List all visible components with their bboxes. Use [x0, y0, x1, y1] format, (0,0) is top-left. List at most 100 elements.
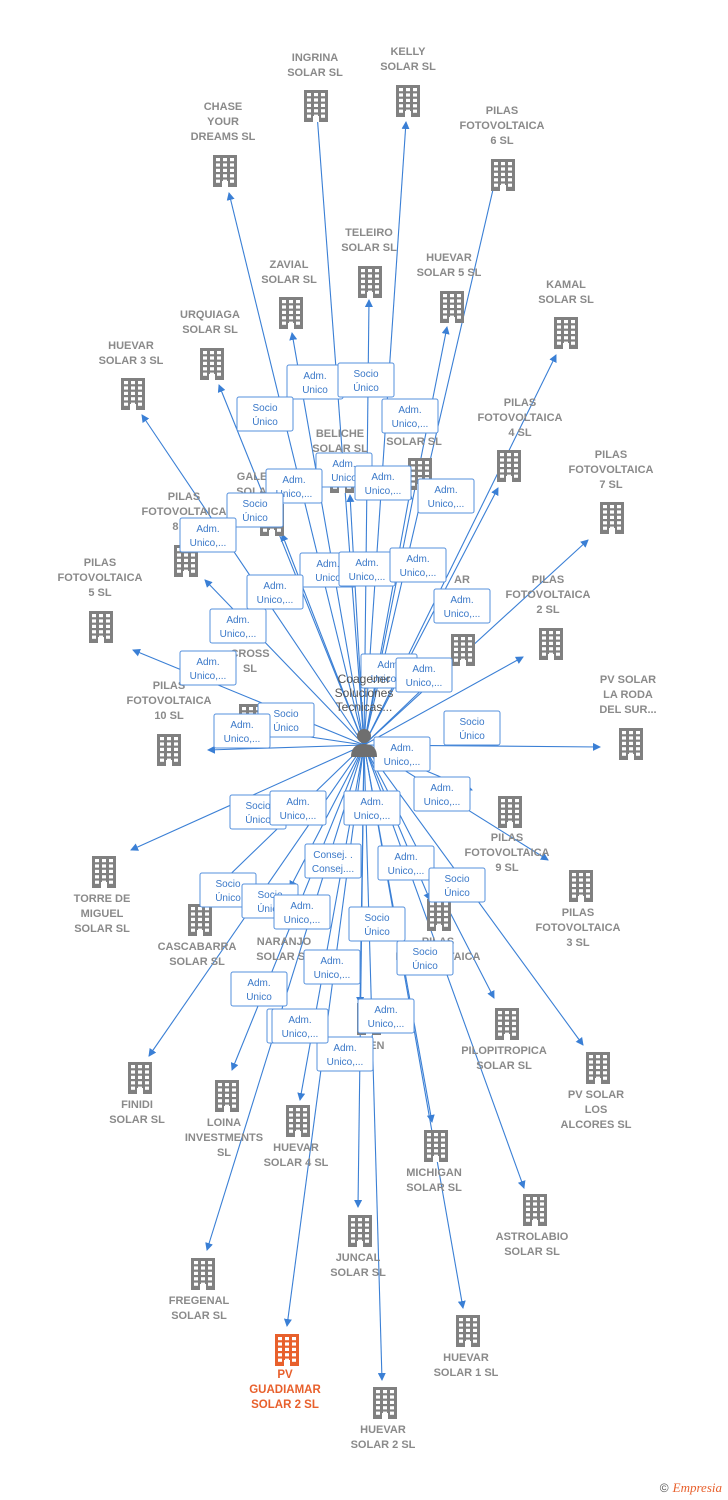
role-badge-line: Único — [412, 959, 438, 972]
role-badge[interactable]: Adm.Unico,... — [357, 998, 415, 1034]
role-badge-line: Unico,... — [314, 970, 351, 981]
building-icon — [89, 611, 113, 643]
role-badge-line: Adm. — [430, 783, 453, 794]
company-label-line: TORRE DE — [74, 893, 131, 905]
role-badge-line: Adm. — [282, 475, 305, 486]
role-badge[interactable]: Adm.Unico,... — [179, 517, 237, 553]
role-badge[interactable]: Adm.Unico,... — [413, 776, 471, 812]
copyright-symbol: © — [659, 1481, 669, 1495]
role-badge[interactable]: Adm.Unico,... — [373, 736, 431, 772]
role-badge[interactable]: Adm.Unico,... — [316, 1036, 374, 1072]
building-icon — [427, 899, 451, 931]
role-badge[interactable]: Adm.Unico,... — [271, 1008, 329, 1044]
center-label-line: Soluciones — [335, 686, 394, 700]
role-badge-line: Unico — [315, 573, 341, 584]
role-badge[interactable]: Adm.Unico,... — [246, 574, 304, 610]
role-badge[interactable]: Adm.Unico,... — [377, 845, 435, 881]
company-label-line: MIGUEL — [81, 908, 124, 920]
role-badge-line: Unico,... — [365, 486, 402, 497]
brand-logo[interactable]: Empresia — [672, 1480, 722, 1495]
role-badge-line: Unico,... — [368, 1019, 405, 1030]
role-badge[interactable]: Adm.Unico,... — [179, 650, 237, 686]
role-badge-line: Socio — [242, 499, 267, 510]
role-badge[interactable]: Adm.Unico — [286, 364, 344, 400]
company-label-line: SOLAR 5 SL — [417, 267, 482, 279]
role-badge[interactable]: Adm.Unico,... — [381, 398, 439, 434]
role-badge[interactable]: Adm.Unico,... — [417, 478, 475, 514]
company-label-line: INVESTMENTS — [185, 1132, 263, 1144]
role-badge[interactable]: Adm.Unico,... — [303, 949, 361, 985]
role-badge-line: Adm. — [196, 524, 219, 535]
role-badge-line: Adm. — [333, 1043, 356, 1054]
role-badge[interactable]: Adm.Unico,... — [354, 465, 412, 501]
role-badge[interactable]: Adm.Unico,... — [213, 713, 271, 749]
role-badge[interactable]: Consej. .Consej.... — [304, 843, 362, 879]
role-badge[interactable]: Adm.Unico,... — [343, 790, 401, 826]
company-label-line: YOUR — [207, 116, 239, 128]
role-badge[interactable]: Adm.Unico,... — [338, 551, 396, 587]
company-label-line: FOTOVOLTAICA — [465, 847, 550, 859]
company-label-line: GUADIAMAR — [249, 1384, 321, 1396]
role-badge[interactable]: Adm.Unico,... — [269, 790, 327, 826]
company-label-line: LOINA — [207, 1117, 241, 1129]
role-badge-line: Unico,... — [444, 609, 481, 620]
role-badge-line: Único — [215, 891, 241, 904]
footer-credit: © Empresia — [660, 1480, 722, 1496]
role-badge[interactable]: Adm.Unico,... — [273, 894, 331, 930]
role-badge[interactable]: Adm.Unico,... — [209, 608, 267, 644]
role-badge[interactable]: Adm.Unico,... — [433, 588, 491, 624]
role-badge[interactable]: Adm.Unico,... — [389, 547, 447, 583]
role-badge[interactable]: Adm.Unico,... — [395, 657, 453, 693]
building-icon — [121, 378, 145, 410]
building-icon — [213, 155, 237, 187]
building-icon — [286, 1105, 310, 1137]
role-badge[interactable]: Adm.Unico — [230, 971, 288, 1007]
